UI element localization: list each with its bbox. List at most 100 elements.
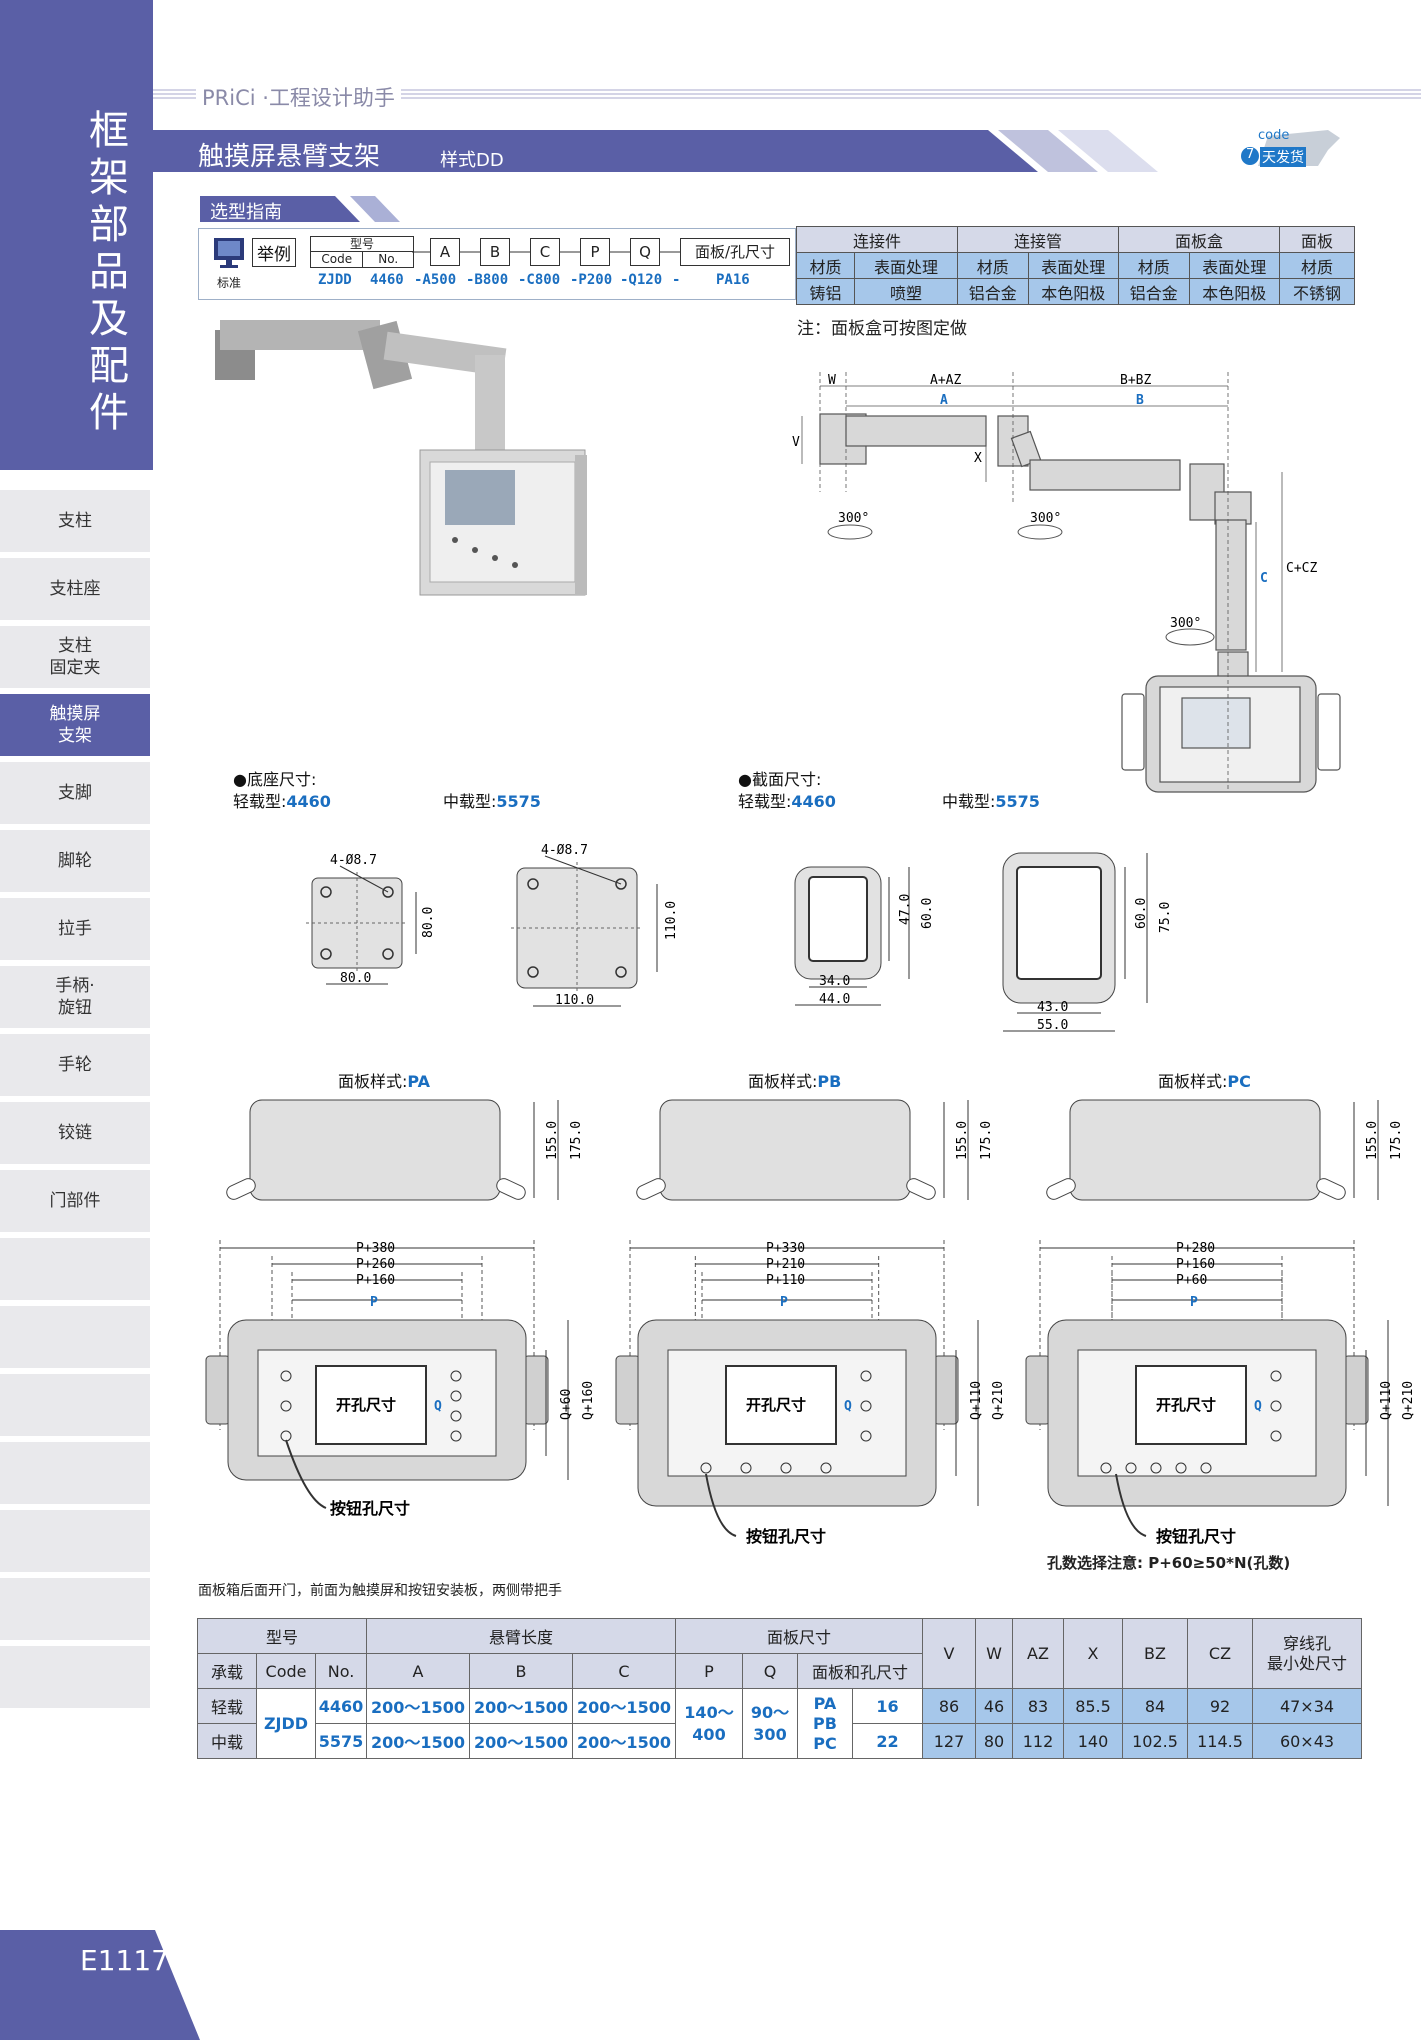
example-c: -C800 — [518, 272, 561, 288]
panel-h2: 175.0 — [1389, 1121, 1404, 1160]
spec-h-type: 型号 — [197, 1618, 367, 1654]
base-light: 轻载型:4460 — [233, 792, 331, 811]
rotation-1: 300° — [838, 511, 869, 526]
delivery-text: 天发货 — [1260, 147, 1306, 167]
panel-q: Q — [844, 1399, 852, 1414]
panel-q2: Q+210 — [1401, 1381, 1416, 1420]
section-light-h2: 60.0 — [920, 898, 935, 929]
guide-tab — [200, 196, 400, 222]
panel-opening: 开孔尺寸 — [1156, 1396, 1216, 1414]
spec-a: 200～1500 — [366, 1723, 470, 1759]
spec-no: 4460 — [315, 1688, 367, 1724]
spec-h-cz: CZ — [1187, 1618, 1253, 1689]
spec-h-b: B — [469, 1653, 573, 1689]
spec-az: 83 — [1012, 1688, 1064, 1724]
delivery-code: code — [1258, 128, 1290, 143]
sidebar-item — [0, 1306, 150, 1369]
example-dash: - — [672, 272, 681, 288]
type-label: 型号 — [311, 237, 413, 252]
section-drawing-light: 47.0 60.0 34.0 44.0 — [794, 866, 935, 1007]
example-panel: PA16 — [716, 272, 750, 288]
mat-group-panel: 面板 — [1279, 226, 1355, 253]
arm-label-c: C — [1260, 571, 1268, 586]
panel-button: 按钮孔尺寸 — [330, 1499, 410, 1518]
sidebar-item[interactable]: 支柱 固定夹 — [0, 626, 150, 689]
section-medium: 中载型:5575 — [942, 792, 1040, 811]
spec-styles: PA PB PC — [797, 1688, 853, 1759]
panel-p: P — [780, 1295, 788, 1310]
section-light: 轻载型:4460 — [738, 792, 836, 811]
category-block — [0, 0, 153, 470]
spec-c: 200～1500 — [572, 1723, 676, 1759]
panel-h1: 155.0 — [1365, 1121, 1380, 1160]
base-light-side: 80.0 — [421, 907, 436, 938]
code-cell-q: Q — [630, 238, 660, 266]
spec-v: 86 — [922, 1688, 976, 1724]
section-light-w1: 34.0 — [819, 974, 850, 989]
spec-no: 5575 — [315, 1723, 367, 1759]
arm-label-c-cz: C+CZ — [1286, 561, 1317, 576]
sidebar-item[interactable]: 支柱 — [0, 490, 150, 553]
mat-value: 喷塑 — [853, 278, 959, 305]
panel-style-label: 面板样式:PB — [748, 1072, 842, 1091]
sidebar-item[interactable]: 触摸屏 支架 — [0, 694, 150, 757]
spec-h-code: Code — [256, 1653, 316, 1689]
sidebar-item — [0, 1578, 150, 1641]
example-p: -P200 — [570, 272, 613, 288]
sidebar-item[interactable]: 支柱座 — [0, 558, 150, 621]
spec-bz: 102.5 — [1122, 1723, 1188, 1759]
sidebar-item[interactable]: 铰链 — [0, 1102, 150, 1165]
arm-label-v: V — [792, 435, 800, 450]
product-photo — [215, 320, 587, 596]
code-label: Code — [311, 252, 364, 267]
code-cell-c: C — [530, 238, 560, 266]
mat-value: 本色阳极 — [1027, 278, 1120, 305]
sidebar-item[interactable]: 手柄· 旋钮 — [0, 966, 150, 1029]
sidebar-item[interactable]: 支脚 — [0, 762, 150, 825]
sidebar-item[interactable]: 门部件 — [0, 1170, 150, 1233]
spec-h-arm: 悬臂长度 — [366, 1618, 676, 1654]
section-light-w2: 44.0 — [819, 992, 850, 1007]
spec-h-w: W — [975, 1618, 1013, 1689]
base-drawing-light: 4-Ø8.7 80.0 80.0 — [306, 853, 436, 986]
page-subtitle: 样式DD — [440, 150, 504, 171]
spec-a: 200～1500 — [366, 1688, 470, 1724]
arm-label-w: W — [828, 373, 836, 388]
monitor-icon — [214, 238, 244, 268]
spec-table: 型号 悬臂长度 面板尺寸 V W AZ X BZ CZ 穿线孔 最小处尺寸 承载… — [197, 1618, 1362, 1759]
base-drawing-medium: 4-Ø8.7 110.0 110.0 — [511, 843, 679, 1008]
spec-h-q: Q — [742, 1653, 798, 1689]
mat-group-box: 面板盒 — [1118, 226, 1280, 253]
spec-h-panel: 面板尺寸 — [675, 1618, 923, 1654]
spec-p-range: 140～ 400 — [675, 1688, 743, 1759]
spec-b: 200～1500 — [469, 1688, 573, 1724]
section-medium-w2: 55.0 — [1037, 1018, 1068, 1033]
spec-az: 112 — [1012, 1723, 1064, 1759]
sidebar-item[interactable]: 脚轮 — [0, 830, 150, 893]
mat-value: 铝合金 — [957, 278, 1029, 305]
mat-header: 材质 — [1118, 252, 1190, 279]
base-medium-bottom: 110.0 — [555, 993, 594, 1008]
panel-q: Q — [434, 1399, 442, 1414]
spec-wire: 47×34 — [1252, 1688, 1362, 1724]
sidebar-item — [0, 1442, 150, 1505]
example-q: -Q120 — [620, 272, 663, 288]
spec-bz: 84 — [1122, 1688, 1188, 1724]
section-light-h1: 47.0 — [898, 894, 913, 925]
mat-header: 表面处理 — [1027, 252, 1120, 279]
sidebar-item — [0, 1646, 150, 1709]
sidebar-item[interactable]: 拉手 — [0, 898, 150, 961]
mat-value: 铝合金 — [1118, 278, 1190, 305]
sidebar-item[interactable]: 手轮 — [0, 1034, 150, 1097]
section-medium-h2: 75.0 — [1158, 902, 1173, 933]
panel-h1: 155.0 — [545, 1121, 560, 1160]
panel-p: P — [370, 1295, 378, 1310]
spec-x: 85.5 — [1063, 1688, 1123, 1724]
base-light-holes: 4-Ø8.7 — [330, 853, 377, 868]
arm-label-b-bz: B+BZ — [1120, 373, 1151, 388]
section-medium-w1: 43.0 — [1037, 1000, 1068, 1015]
base-size-title: ●底座尺寸: — [233, 770, 317, 789]
spec-w: 80 — [975, 1723, 1013, 1759]
spec-load: 轻载 — [197, 1688, 257, 1724]
